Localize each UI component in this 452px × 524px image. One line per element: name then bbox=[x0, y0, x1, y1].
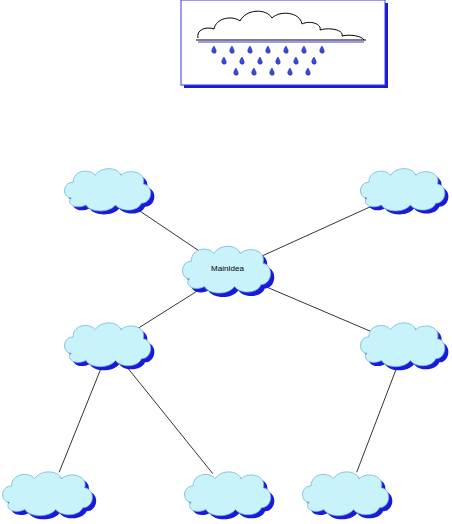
cloud-base-shadow bbox=[198, 42, 364, 43]
connector-line bbox=[263, 205, 373, 255]
cloud-fill bbox=[360, 323, 444, 367]
connector-line bbox=[136, 209, 201, 253]
cloud-outline bbox=[62, 317, 158, 375]
node-label: MainIdea bbox=[211, 265, 247, 277]
cloud-node bbox=[300, 466, 396, 524]
cloud-node bbox=[182, 466, 278, 524]
cloud-fill bbox=[360, 169, 444, 211]
cloud-fill bbox=[3, 472, 93, 516]
illustration-frame bbox=[181, 0, 385, 85]
connector-line bbox=[127, 367, 213, 474]
cloud-outline bbox=[300, 466, 396, 524]
cloud-outline bbox=[62, 163, 158, 219]
cloud-node: MainIdea bbox=[180, 240, 278, 302]
cloud-node bbox=[0, 466, 100, 524]
connector-line bbox=[138, 289, 200, 328]
cloud-fill bbox=[65, 323, 151, 367]
cloud-fill bbox=[303, 472, 389, 516]
connector-line bbox=[264, 286, 372, 332]
cloud-node bbox=[358, 163, 452, 219]
cloud-fill bbox=[185, 472, 271, 516]
connector-line bbox=[59, 369, 101, 473]
cloud-node bbox=[62, 317, 158, 375]
rain-drops bbox=[212, 46, 324, 75]
cloud-fill bbox=[65, 169, 151, 211]
cloud-outline bbox=[0, 466, 100, 524]
connector-line bbox=[357, 369, 397, 473]
cloud-base bbox=[196, 39, 366, 40]
cloud-outline bbox=[358, 163, 452, 219]
cloud-fill bbox=[183, 246, 271, 293]
cloud-node bbox=[358, 317, 452, 375]
rain-cloud bbox=[198, 11, 364, 40]
cloud-node bbox=[62, 163, 158, 219]
cloud-outline bbox=[358, 317, 452, 375]
cloud-outline bbox=[182, 466, 278, 524]
